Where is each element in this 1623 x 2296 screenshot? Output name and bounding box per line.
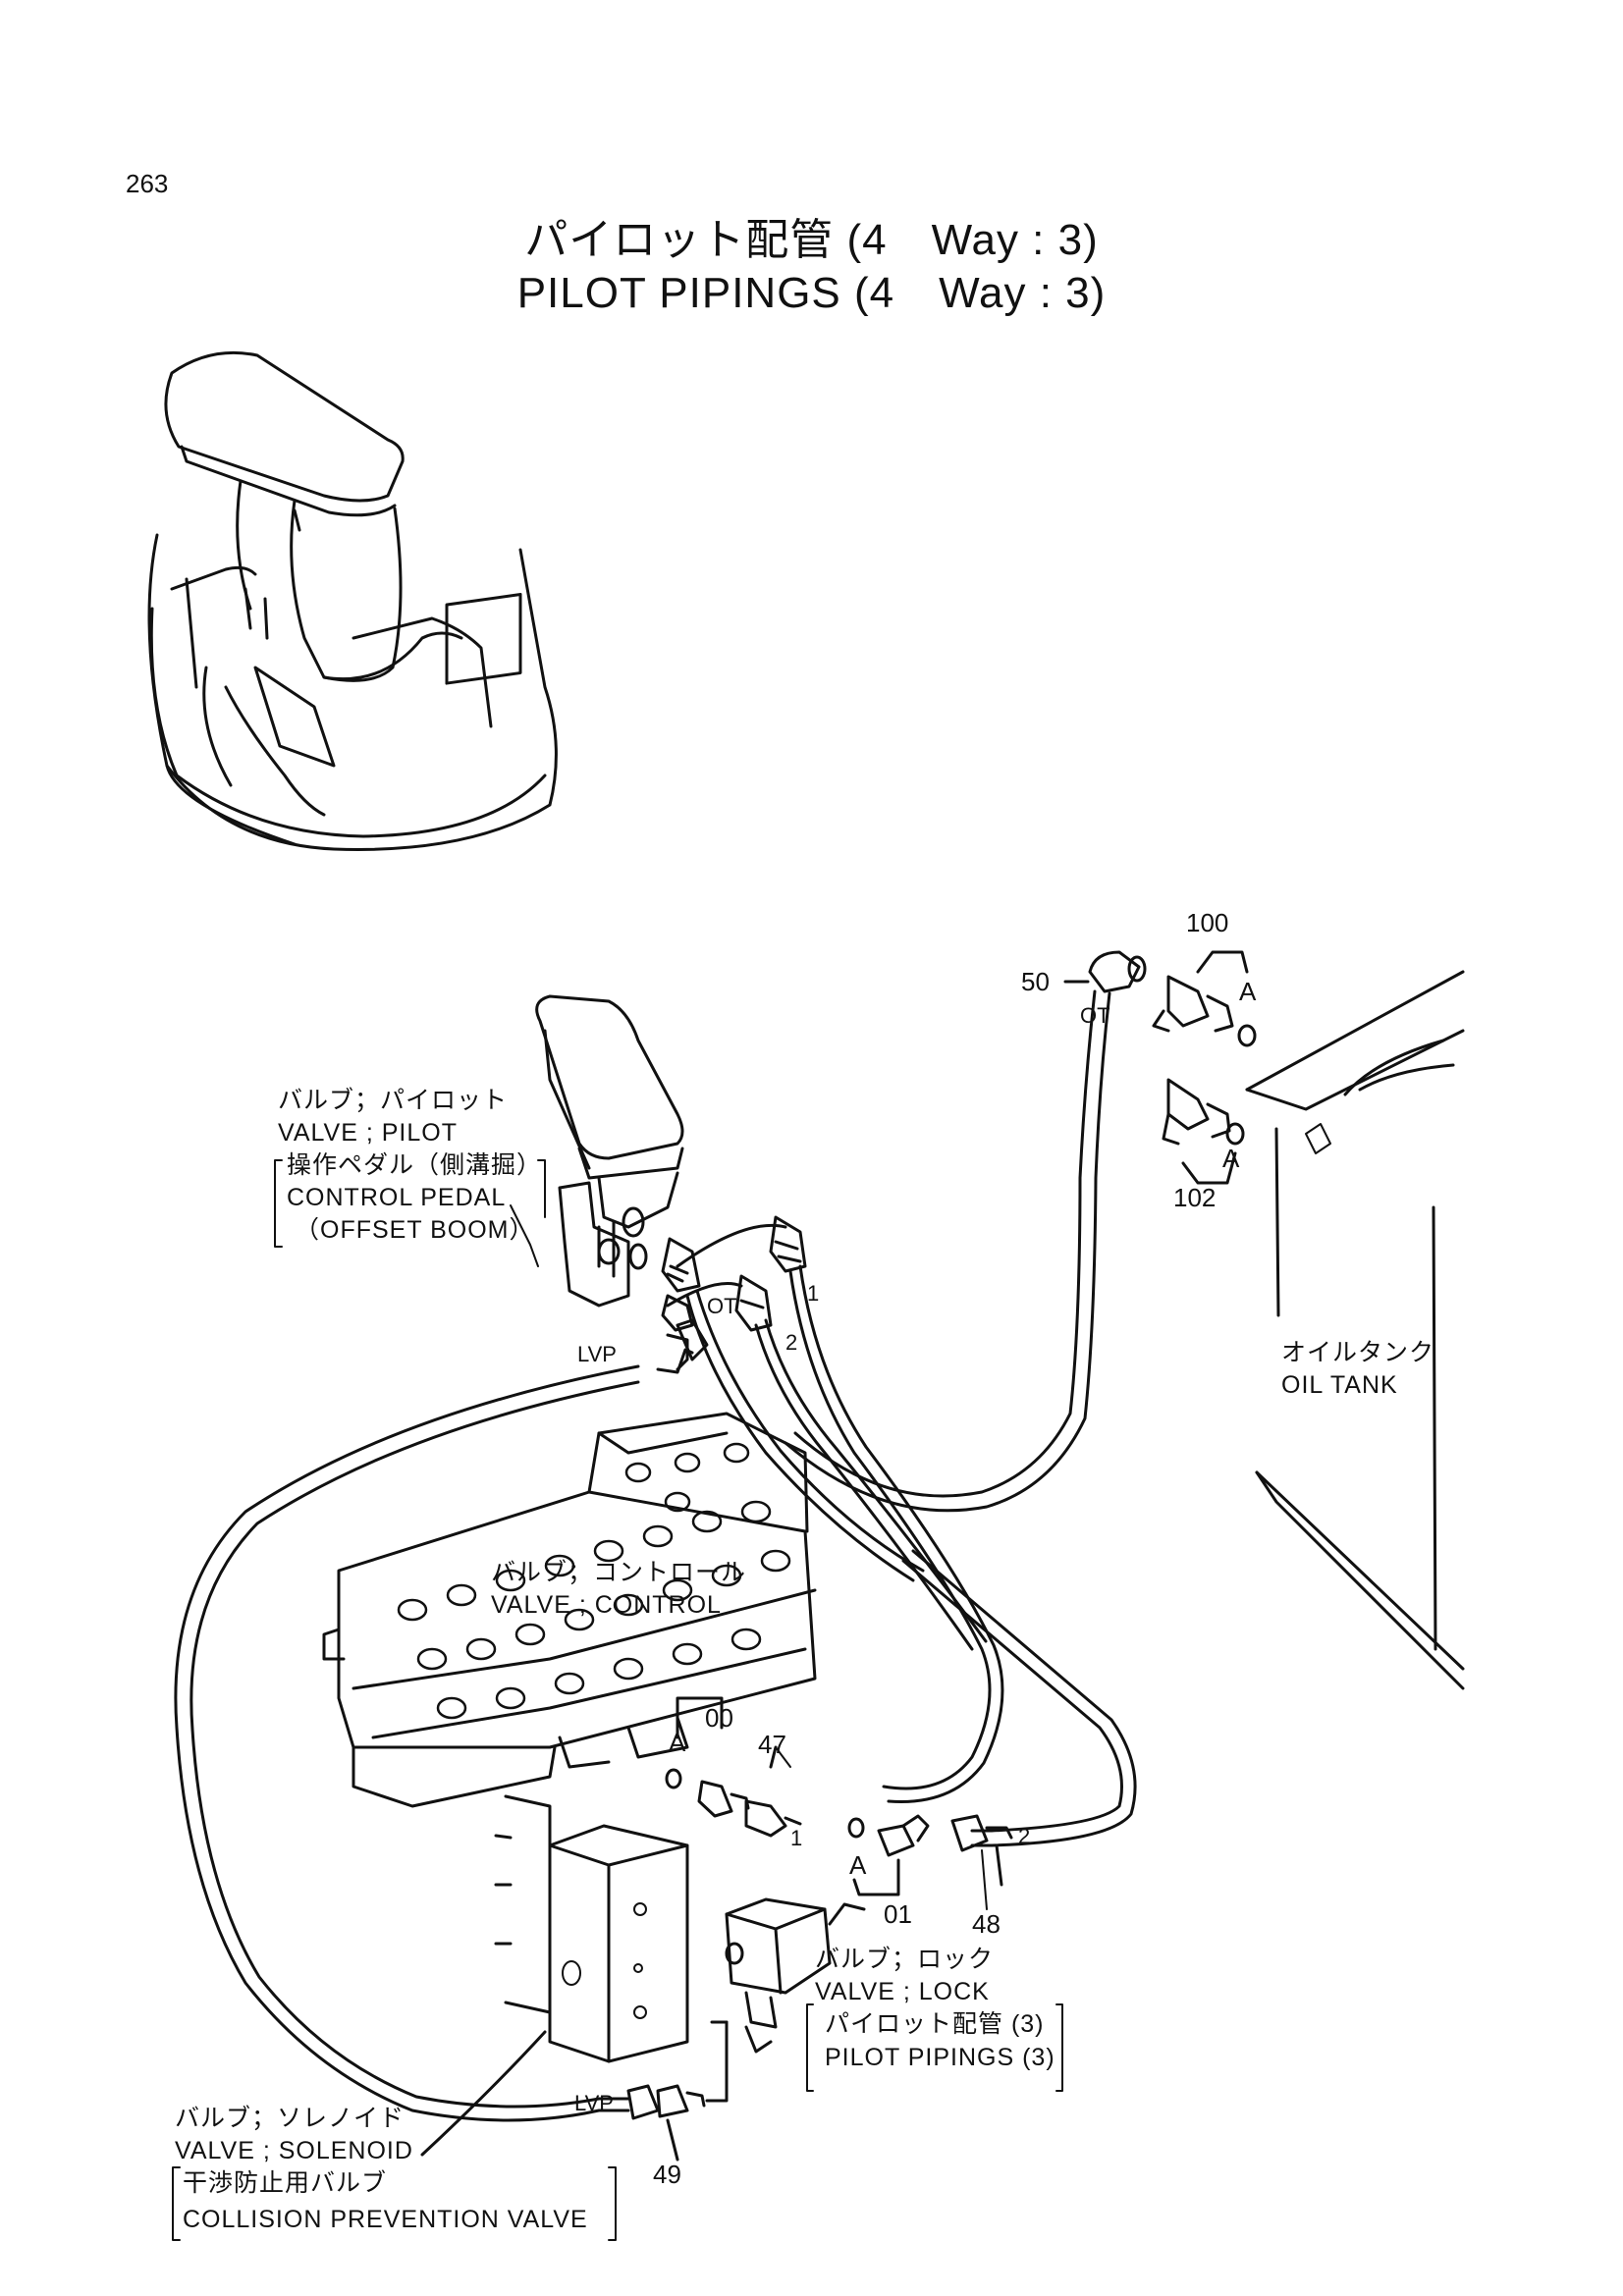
part-number-01: 01 [884, 1899, 912, 1929]
marker-a-100: A [1239, 977, 1257, 1006]
marker-lvp-top: LVP [577, 1342, 617, 1366]
leader-lines [510, 1204, 988, 1910]
oil-tank-label-jp: オイルタンク [1281, 1339, 1435, 1366]
part-number-50: 50 [1021, 967, 1050, 996]
tank-fittings [1063, 950, 1257, 1185]
control-pedal [535, 994, 684, 1308]
valve-fittings [665, 1696, 802, 1838]
oil-tank-label-en: OIL TANK [1281, 1371, 1398, 1399]
solenoid-valve-block [494, 1794, 689, 2063]
lock-valve-sub-en: PILOT PIPINGS (3) [825, 2044, 1055, 2071]
lock-fittings [847, 1814, 1013, 1896]
marker-lvp-bottom: LVP [574, 2091, 614, 2115]
pilot-valve-sub-jp: 操作ペダル（側溝掘） [287, 1151, 543, 1179]
control-valve-label-jp: バルブ；コントロール [491, 1559, 747, 1586]
part-number-102: 102 [1173, 1183, 1217, 1212]
title-english: PILOT PIPINGS (4 Way : 3) [516, 269, 1107, 317]
marker-1-top: 1 [807, 1281, 820, 1306]
marker-2-top: 2 [785, 1330, 798, 1355]
control-valve-block [322, 1412, 817, 1808]
part-number-100: 100 [1186, 908, 1229, 937]
solenoid-valve-sub-en: COLLISION PREVENTION VALVE [183, 2206, 588, 2233]
pilot-valve-sub-en1: CONTROL PEDAL [287, 1184, 507, 1211]
marker-ot-pedal: OT [707, 1294, 737, 1318]
part-number-48: 48 [972, 1909, 1001, 1939]
marker-a-102: A [1222, 1144, 1240, 1173]
marker-1-bottom: 1 [790, 1826, 803, 1850]
machine-overview [147, 350, 558, 851]
pilot-valve-label-en: VALVE ; PILOT [278, 1119, 458, 1147]
label-brackets [172, 1159, 1063, 2241]
title-japanese: パイロット配管 (4 Way : 3) [524, 216, 1099, 264]
marker-a-01: A [849, 1850, 867, 1880]
lock-valve-sub-jp: パイロット配管 (3) [825, 2010, 1045, 2038]
solenoid-valve-label-en: VALVE ; SOLENOID [175, 2137, 413, 2164]
lvp-hose [174, 1364, 706, 2162]
part-number-47: 47 [758, 1730, 786, 1759]
oil-tank [1245, 970, 1465, 1690]
page-number: 263 [126, 169, 169, 198]
solenoid-valve-label-jp: バルブ；ソレノイド [175, 2105, 406, 2132]
pedal-fittings [656, 1215, 807, 1374]
marker-2-bottom: 2 [1018, 1824, 1031, 1848]
control-valve-label-en: VALVE ; CONTROL [491, 1591, 722, 1619]
pilot-valve-sub-en2: （OFFSET BOOM） [295, 1216, 535, 1244]
marker-a-00: A [669, 1728, 686, 1757]
lock-valve-label-jp: バルブ；ロック [815, 1946, 995, 1973]
lock-valve-label-en: VALVE ; LOCK [815, 1978, 990, 2005]
solenoid-valve-sub-jp: 干渉防止用バルブ [183, 2169, 388, 2197]
pilot-valve-label-jp: バルブ；パイロット [278, 1087, 509, 1114]
part-number-00: 00 [705, 1703, 733, 1733]
marker-ot-tank: OT [1080, 1003, 1110, 1028]
lock-valve [705, 1897, 866, 2103]
pilot-hoses [666, 989, 1137, 1847]
part-number-49: 49 [653, 2160, 681, 2189]
